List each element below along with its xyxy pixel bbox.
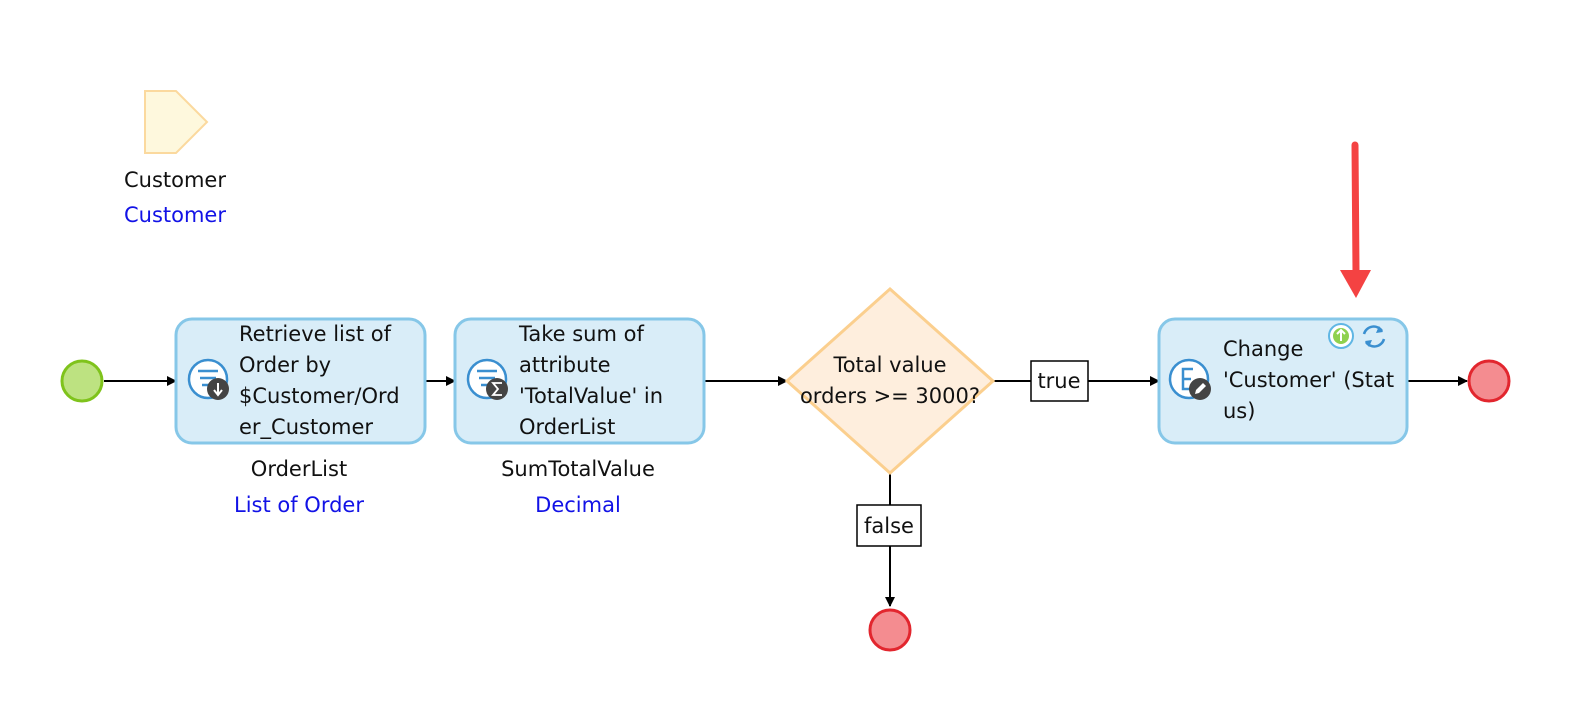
activity-retrieve-line-4: er_Customer — [239, 415, 373, 440]
decision-total-value[interactable]: Total value orders >= 3000? — [784, 286, 996, 476]
end-event-true[interactable] — [1467, 359, 1511, 403]
aggregate-output-name: SumTotalValue — [501, 457, 655, 481]
change-object-icon — [1168, 358, 1211, 400]
aggregate-list-icon — [466, 358, 508, 400]
activity-retrieve-line-3: $Customer/Ord — [239, 384, 400, 408]
annotation-arrow — [1340, 141, 1371, 298]
refresh-icon — [1362, 325, 1386, 348]
activity-retrieve[interactable]: Retrieve list of Order by $Customer/Ord … — [174, 317, 427, 445]
flow-label-true-text: true — [1037, 369, 1080, 393]
retrieve-icon — [187, 358, 229, 400]
start-event[interactable] — [60, 359, 104, 403]
activity-aggregate-line-3: 'TotalValue' in — [519, 384, 663, 408]
activity-change-line-1: Change — [1223, 337, 1303, 361]
parameter-name: Customer — [124, 168, 226, 192]
parameter-customer[interactable]: Customer Customer — [124, 90, 226, 227]
activity-change-line-3: us) — [1223, 399, 1255, 423]
commit-icon — [1328, 323, 1354, 349]
aggregate-output-type: Decimal — [535, 493, 621, 517]
retrieve-output-name: OrderList — [251, 457, 347, 481]
flow-label-true[interactable]: true — [1030, 360, 1089, 402]
retrieve-output-type: List of Order — [234, 493, 364, 517]
activity-retrieve-line-1: Retrieve list of — [239, 322, 392, 346]
activity-retrieve-line-2: Order by — [239, 353, 331, 377]
activity-change-customer[interactable]: Change 'Customer' (Stat us) — [1157, 317, 1409, 445]
activity-aggregate-line-1: Take sum of — [518, 322, 644, 346]
flow-label-false[interactable]: false — [856, 504, 922, 547]
activity-aggregate-line-2: attribute — [519, 353, 611, 377]
decision-diamond — [784, 286, 996, 476]
flow-label-box — [856, 504, 922, 547]
parameter-shape — [144, 90, 209, 154]
activity-aggregate-line-4: OrderList — [519, 415, 615, 439]
parameter-type: Customer — [124, 203, 226, 227]
decision-line-2: orders >= 3000? — [800, 384, 980, 408]
activity-box — [174, 317, 427, 445]
decision-line-1: Total value — [832, 353, 946, 377]
activity-change-line-2: 'Customer' (Stat — [1223, 368, 1394, 392]
activity-aggregate[interactable]: Take sum of attribute 'TotalValue' in Or… — [453, 317, 706, 445]
end-event-false[interactable] — [868, 608, 912, 652]
activity-box — [1157, 317, 1409, 445]
activity-box — [453, 317, 706, 445]
flow-label-false-text: false — [864, 514, 914, 538]
flow-label-box — [1030, 360, 1089, 402]
